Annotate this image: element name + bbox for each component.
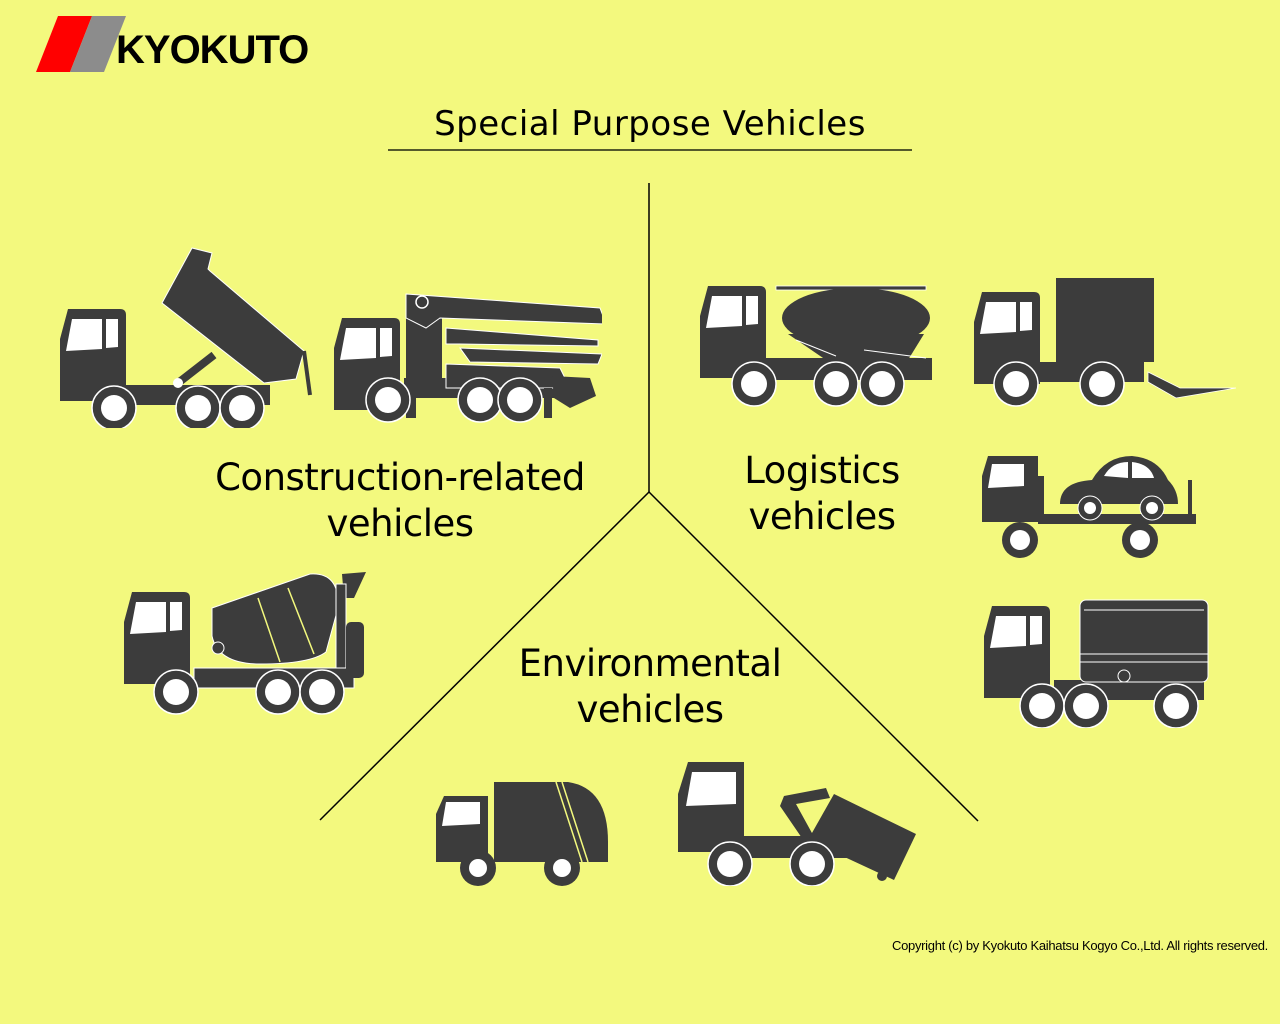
concrete-mixer-truck-icon: [124, 572, 366, 715]
box-truck-tailgate-icon: [974, 278, 1237, 407]
label-line: vehicles: [576, 688, 724, 731]
concrete-pump-truck-icon: [334, 293, 602, 423]
copyright-notice: Copyright (c) by Kyokuto Kaihatsu Kogyo …: [892, 938, 1268, 953]
logo-red-stripe: [36, 16, 92, 72]
page-title: Special Purpose Vehicles: [434, 104, 866, 144]
title-underline: [388, 149, 912, 151]
logo-wordmark: KYOKUTO: [116, 28, 309, 72]
tank-lorry-icon: [984, 599, 1209, 728]
car-carrier-icon: [982, 456, 1196, 558]
label-line: Environmental: [518, 642, 782, 685]
category-label-logistics: Logistics vehicles: [712, 448, 932, 540]
bulk-powder-tanker-icon: [700, 285, 932, 407]
logo-gray-stripe: [70, 16, 126, 72]
label-line: Construction-related: [215, 456, 585, 499]
kyokuto-logo: KYOKUTO: [36, 14, 316, 76]
label-line: vehicles: [326, 502, 474, 545]
label-line: vehicles: [748, 495, 896, 538]
divider-left-diagonal: [319, 491, 650, 821]
dump-truck-icon: [60, 247, 312, 428]
divider-right-diagonal: [648, 491, 979, 822]
category-label-construction: Construction-related vehicles: [170, 455, 630, 547]
emblem-icon: [1117, 669, 1131, 683]
label-line: Logistics: [744, 449, 900, 492]
logo-stripes-icon: [36, 16, 126, 72]
category-label-environmental: Environmental vehicles: [470, 641, 830, 733]
skip-loader-truck-icon: [678, 762, 916, 886]
garbage-compactor-truck-icon: [436, 782, 608, 886]
